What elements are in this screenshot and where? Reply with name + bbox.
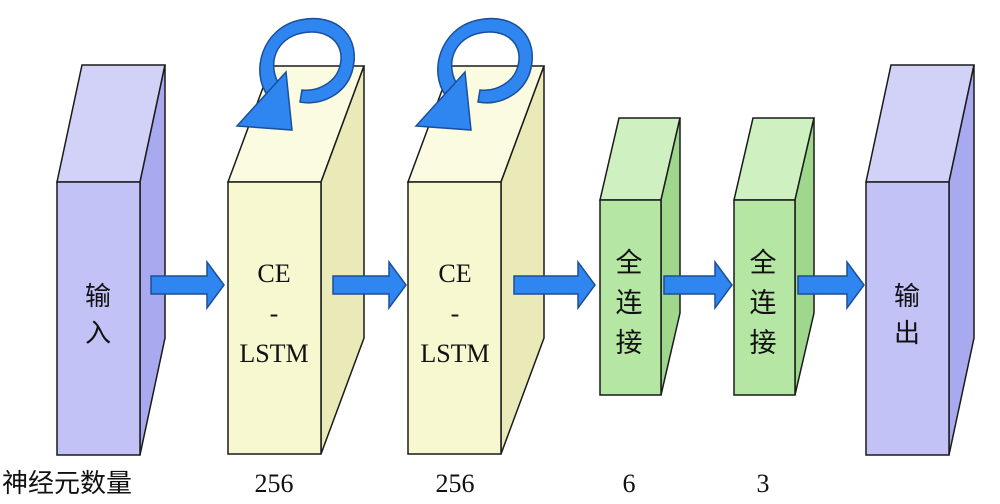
output-label-line-2: 出	[894, 319, 920, 349]
lstm2-label-line-3: LSTM	[420, 339, 489, 368]
recurrence-icon-1	[235, 17, 355, 131]
lstm1-label-line-3: LSTM	[239, 339, 308, 368]
output-label-line-1: 输	[894, 282, 920, 312]
fc-layer-2-block: 全 连 接	[733, 117, 815, 396]
neuron-count-fc2: 3	[757, 469, 770, 498]
right-arrow-icon	[797, 259, 865, 311]
output-layer-block: 输 出	[865, 64, 975, 456]
fc1-label-line-3: 接	[616, 328, 643, 359]
input-layer-block: 输 入	[56, 64, 166, 456]
right-arrow-icon	[332, 259, 407, 311]
right-arrow-icon	[663, 259, 733, 311]
fc-layer-1-block: 全 连 接	[599, 117, 681, 396]
neuron-count-label: 神经元数量	[2, 469, 132, 499]
circular-arrow-head	[414, 70, 472, 131]
right-arrow-icon	[150, 259, 225, 311]
input-block-front	[56, 181, 141, 456]
lstm2-label-line-2: -	[451, 299, 460, 328]
neuron-count-lstm1: 256	[255, 469, 294, 498]
neuron-count-fc1: 6	[623, 469, 636, 498]
neuron-count-row: 神经元数量 256 256 6 3	[2, 469, 770, 499]
input-label-line-2: 入	[85, 319, 111, 349]
recurrence-icon-2	[414, 17, 533, 131]
neuron-count-lstm2: 256	[436, 469, 475, 498]
fc1-label-line-1: 全	[616, 248, 643, 279]
circular-arrow-icon	[259, 17, 355, 104]
fc2-label-line-3: 接	[750, 328, 777, 359]
right-arrow-icon	[513, 259, 596, 311]
lstm1-block-front	[227, 181, 322, 455]
flow-arrows	[150, 259, 865, 311]
lstm2-label-line-1: CE	[438, 259, 471, 288]
fc1-label-line-2: 连	[616, 288, 643, 319]
fc2-label-line-2: 连	[750, 288, 777, 319]
circular-arrow-head	[235, 70, 293, 131]
fc2-label-line-1: 全	[750, 248, 777, 279]
output-block-front	[865, 181, 950, 456]
input-label-line-1: 输	[85, 282, 111, 312]
circular-arrow-icon	[437, 17, 533, 104]
fc2-block-front	[733, 199, 796, 396]
fc1-block-front	[599, 199, 662, 396]
lstm1-label-line-2: -	[270, 299, 279, 328]
lstm1-label-line-1: CE	[257, 259, 290, 288]
lstm2-block-front	[407, 181, 502, 455]
